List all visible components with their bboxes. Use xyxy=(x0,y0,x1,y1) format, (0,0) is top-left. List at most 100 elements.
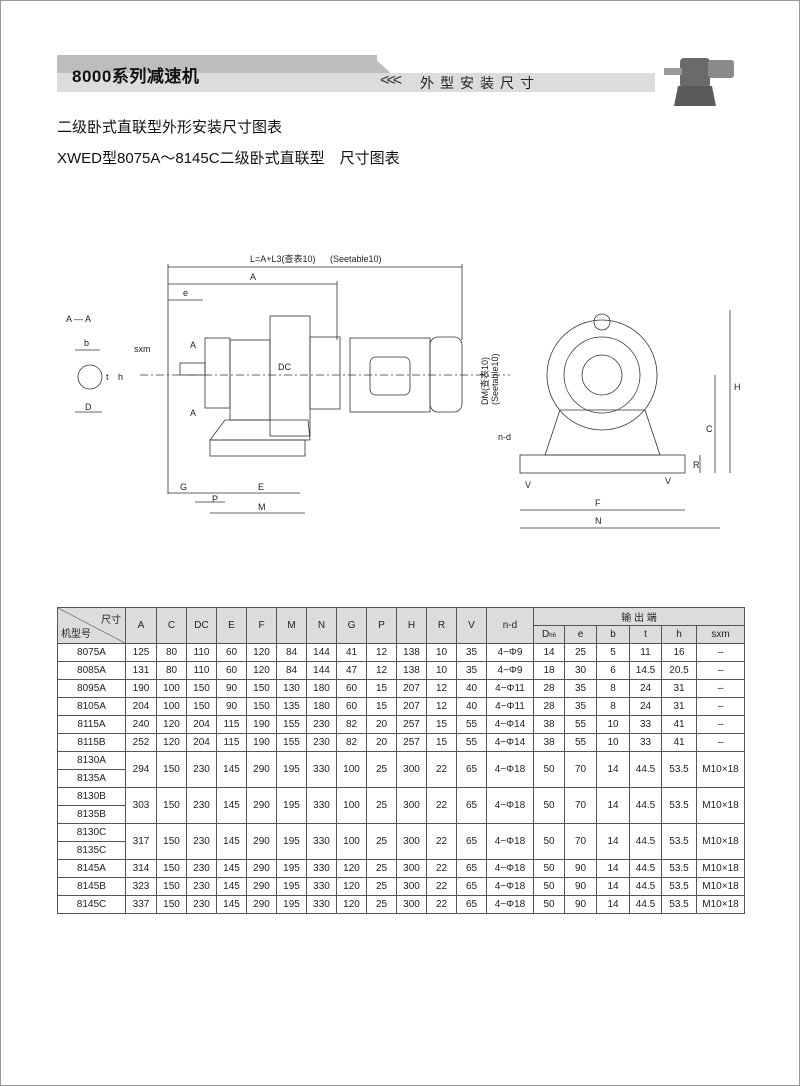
model-cell: 8105A xyxy=(57,697,126,716)
value-cell: 70 xyxy=(564,823,597,860)
value-cell: 290 xyxy=(246,877,277,896)
value-cell: 12 xyxy=(426,679,457,698)
value-cell: 10 xyxy=(426,643,457,662)
value-cell: 144 xyxy=(306,643,337,662)
value-cell: 28 xyxy=(533,697,565,716)
value-cell: 65 xyxy=(456,859,487,878)
value-cell: 53.5 xyxy=(661,895,697,914)
value-cell: 35 xyxy=(456,661,487,680)
value-cell: 330 xyxy=(306,877,337,896)
series-title: 8000系列减速机 xyxy=(72,67,200,86)
value-cell: 25 xyxy=(366,823,397,860)
model-cell: 8115A xyxy=(57,715,126,734)
dimension-table: 尺寸机型号 A C DC E F M N G P H R V n-d 输 出 端… xyxy=(57,607,745,914)
value-cell: 84 xyxy=(276,661,307,680)
value-cell: 14 xyxy=(596,877,630,896)
value-cell: 230 xyxy=(186,823,217,860)
value-cell: 145 xyxy=(216,751,247,788)
value-cell: 330 xyxy=(306,895,337,914)
value-cell: 207 xyxy=(396,679,427,698)
label-b: b xyxy=(84,338,89,348)
value-cell: 22 xyxy=(426,787,457,824)
value-cell: 38 xyxy=(533,715,565,734)
value-cell: 25 xyxy=(366,787,397,824)
value-cell: 14 xyxy=(596,859,630,878)
value-cell: 150 xyxy=(246,697,277,716)
value-cell: 252 xyxy=(125,733,157,752)
value-cell: 8 xyxy=(596,679,630,698)
value-cell: 290 xyxy=(246,751,277,788)
label-L-en: (Seetable10) xyxy=(330,254,382,264)
label-DM-en: (Seetable10) xyxy=(490,353,500,405)
value-cell: 294 xyxy=(125,751,157,788)
col-H: H xyxy=(396,607,427,644)
value-cell: 230 xyxy=(186,787,217,824)
label-n-d: n-d xyxy=(498,432,511,442)
label-t: t xyxy=(106,372,109,382)
value-cell: 240 xyxy=(125,715,157,734)
value-cell: 44.5 xyxy=(629,877,662,896)
value-cell: – xyxy=(696,733,745,752)
value-cell: 4−Φ18 xyxy=(486,895,534,914)
value-cell: 190 xyxy=(246,715,277,734)
value-cell: 35 xyxy=(456,643,487,662)
value-cell: 257 xyxy=(396,733,427,752)
label-section-A-top: A xyxy=(190,340,196,350)
value-cell: 125 xyxy=(125,643,157,662)
col-e: e xyxy=(564,625,597,644)
value-cell: 150 xyxy=(156,895,187,914)
model-cell: 8145A xyxy=(57,859,126,878)
value-cell: 110 xyxy=(186,661,217,680)
value-cell: M10×18 xyxy=(696,787,745,824)
dimension-drawing: L=A+L3(查表10) (Seetable10) A e A — A b sx… xyxy=(66,253,741,529)
col-D: Dh6 xyxy=(533,625,565,644)
value-cell: 300 xyxy=(396,877,427,896)
value-cell: 4−Φ18 xyxy=(486,823,534,860)
value-cell: 120 xyxy=(336,877,367,896)
model-cell: 8135B xyxy=(57,805,126,824)
model-cell: 8095A xyxy=(57,679,126,698)
value-cell: 180 xyxy=(306,697,337,716)
value-cell: 18 xyxy=(533,661,565,680)
col-P: P xyxy=(366,607,397,644)
value-cell: 53.5 xyxy=(661,787,697,824)
value-cell: 155 xyxy=(276,715,307,734)
value-cell: 35 xyxy=(564,697,597,716)
corner-header: 尺寸机型号 xyxy=(57,607,126,644)
value-cell: 230 xyxy=(186,877,217,896)
value-cell: 115 xyxy=(216,733,247,752)
col-R: R xyxy=(426,607,457,644)
col-E: E xyxy=(216,607,247,644)
value-cell: 60 xyxy=(336,697,367,716)
value-cell: 180 xyxy=(306,679,337,698)
value-cell: 195 xyxy=(276,787,307,824)
value-cell: 14.5 xyxy=(629,661,662,680)
section-title: 外型安装尺寸 xyxy=(420,75,540,91)
value-cell: 90 xyxy=(564,895,597,914)
col-DC: DC xyxy=(186,607,217,644)
label-F: F xyxy=(595,498,601,508)
value-cell: 150 xyxy=(156,877,187,896)
value-cell: 204 xyxy=(186,733,217,752)
label-N: N xyxy=(595,516,602,526)
value-cell: 290 xyxy=(246,895,277,914)
value-cell: – xyxy=(696,679,745,698)
value-cell: M10×18 xyxy=(696,859,745,878)
value-cell: 150 xyxy=(156,787,187,824)
value-cell: 4−Φ11 xyxy=(486,697,534,716)
value-cell: 110 xyxy=(186,643,217,662)
value-cell: 150 xyxy=(156,751,187,788)
value-cell: 300 xyxy=(396,751,427,788)
model-cell: 8145B xyxy=(57,877,126,896)
value-cell: – xyxy=(696,697,745,716)
value-cell: 230 xyxy=(186,859,217,878)
value-cell: 14 xyxy=(596,751,630,788)
value-cell: 24 xyxy=(629,679,662,698)
label-DC: DC xyxy=(278,362,291,372)
value-cell: 204 xyxy=(186,715,217,734)
value-cell: 80 xyxy=(156,661,187,680)
value-cell: 25 xyxy=(366,859,397,878)
